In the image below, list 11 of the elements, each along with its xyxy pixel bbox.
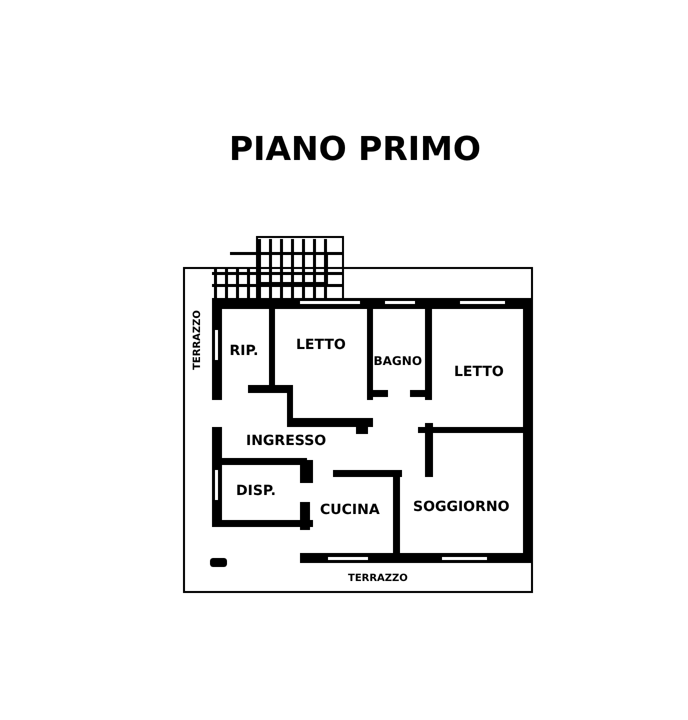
room-label: TERRAZZO — [192, 310, 203, 370]
room-label: SOGGIORNO — [413, 500, 510, 514]
plan-title: PIANO PRIMO — [229, 132, 481, 164]
room-label: LETTO — [454, 365, 504, 379]
room-label: INGRESSO — [246, 434, 326, 448]
room-label: BAGNO — [374, 355, 422, 367]
room-label: RIP. — [230, 344, 258, 358]
room-label: DISP. — [236, 484, 276, 498]
room-label: LETTO — [296, 338, 346, 352]
room-label: TERRAZZO — [348, 574, 408, 584]
room-label: CUCINA — [320, 503, 380, 517]
